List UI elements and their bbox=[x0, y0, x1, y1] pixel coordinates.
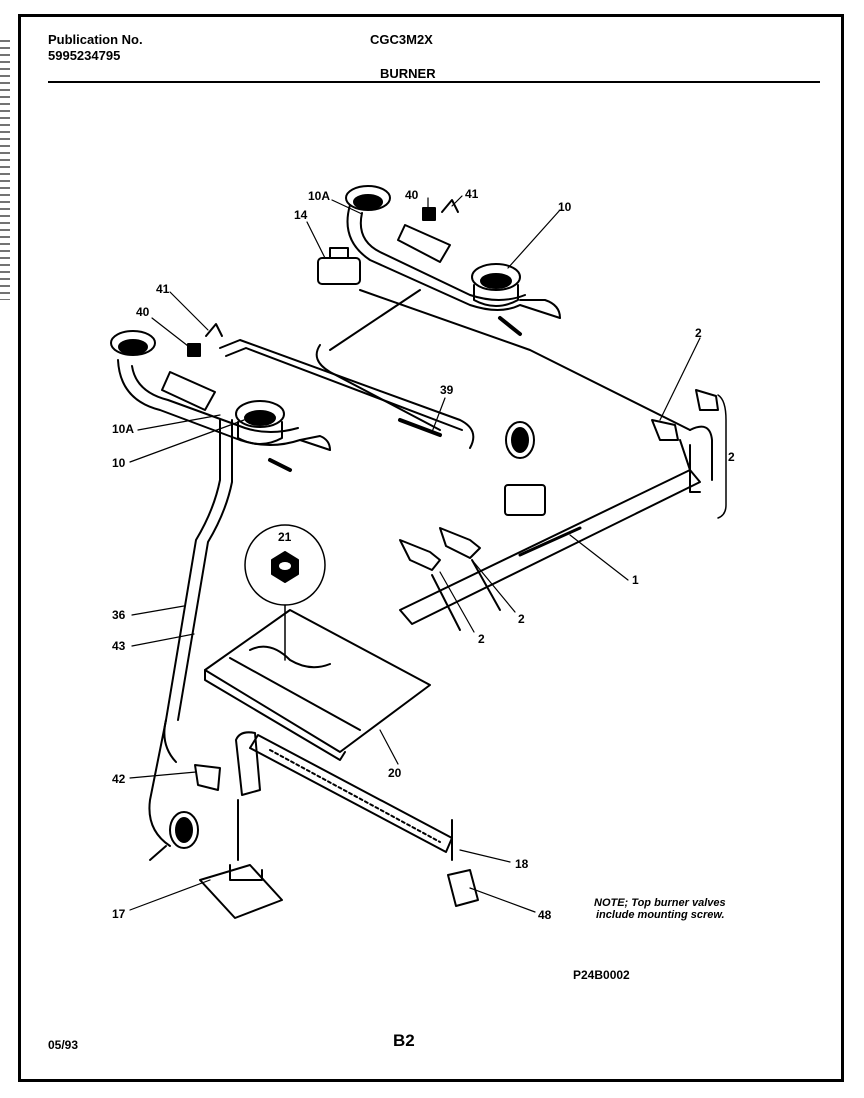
publication-label: Publication No. bbox=[48, 32, 143, 47]
rear-burner-assembly bbox=[317, 185, 691, 431]
callout-10-left: 10 bbox=[112, 456, 126, 470]
callout-10a-left: 10A bbox=[112, 422, 135, 436]
spark-electrode-40-front bbox=[187, 343, 201, 357]
callout-10-top: 10 bbox=[558, 200, 572, 214]
callout-43: 43 bbox=[112, 639, 126, 653]
callout-21: 21 bbox=[278, 530, 292, 544]
callout-41-left: 41 bbox=[156, 282, 170, 296]
front-burner-assembly bbox=[110, 323, 331, 472]
scan-edge-marks bbox=[0, 40, 10, 300]
bracket-48 bbox=[447, 869, 479, 907]
leader-lines bbox=[129, 195, 701, 913]
clip-41-front bbox=[205, 323, 223, 337]
callout-2-bracket: 2 bbox=[728, 450, 735, 464]
callout-1: 1 bbox=[632, 573, 639, 587]
callout-2-low: 2 bbox=[478, 632, 485, 646]
callout-10a-top: 10A bbox=[308, 189, 331, 203]
gas-tubing bbox=[148, 289, 475, 847]
callout-17: 17 bbox=[112, 907, 126, 921]
spark-module bbox=[504, 421, 546, 516]
heat-shield-20 bbox=[204, 609, 431, 761]
model-number: CGC3M2X bbox=[370, 32, 433, 47]
callout-40-left: 40 bbox=[136, 305, 150, 319]
valve-bracket-marker bbox=[717, 394, 727, 519]
regulator-14 bbox=[317, 257, 361, 285]
note-line-1: NOTE; Top burner valves bbox=[594, 897, 726, 909]
callout-18: 18 bbox=[515, 857, 529, 871]
bracket-42 bbox=[194, 764, 221, 791]
nut-21-detail bbox=[244, 524, 326, 661]
callout-40-top: 40 bbox=[405, 188, 419, 202]
clip-41-rear bbox=[441, 199, 459, 213]
oven-burner-18 bbox=[235, 731, 453, 861]
oven-thermostat-17 bbox=[149, 811, 283, 919]
burner-valves-2 bbox=[399, 389, 719, 631]
callout-41-top: 41 bbox=[465, 187, 479, 201]
callout-39: 39 bbox=[440, 383, 454, 397]
callout-14: 14 bbox=[294, 208, 308, 222]
header-rule bbox=[48, 81, 820, 83]
spark-electrode-40-rear bbox=[422, 207, 436, 221]
diagram-frame bbox=[18, 14, 844, 1082]
note-line-2: include mounting screw. bbox=[596, 909, 725, 921]
tube-43 bbox=[177, 419, 233, 721]
publication-number: 5995234795 bbox=[48, 48, 121, 63]
diagram-id: P24B0002 bbox=[573, 968, 630, 982]
callout-20: 20 bbox=[388, 766, 402, 780]
burner-head-10-front bbox=[235, 400, 285, 428]
callout-48: 48 bbox=[538, 908, 552, 922]
manifold-pipe-1 bbox=[399, 425, 713, 625]
tube-36 bbox=[163, 419, 221, 763]
callout-2-mid: 2 bbox=[518, 612, 525, 626]
callout-42: 42 bbox=[112, 772, 126, 786]
section-title: BURNER bbox=[380, 66, 436, 81]
footer-date: 05/93 bbox=[48, 1038, 79, 1052]
callout-36: 36 bbox=[112, 608, 126, 622]
page-number: B2 bbox=[393, 1031, 415, 1050]
burner-head-10-rear bbox=[471, 263, 521, 291]
tube-39 bbox=[398, 418, 442, 437]
callout-2-right-top: 2 bbox=[695, 326, 702, 340]
